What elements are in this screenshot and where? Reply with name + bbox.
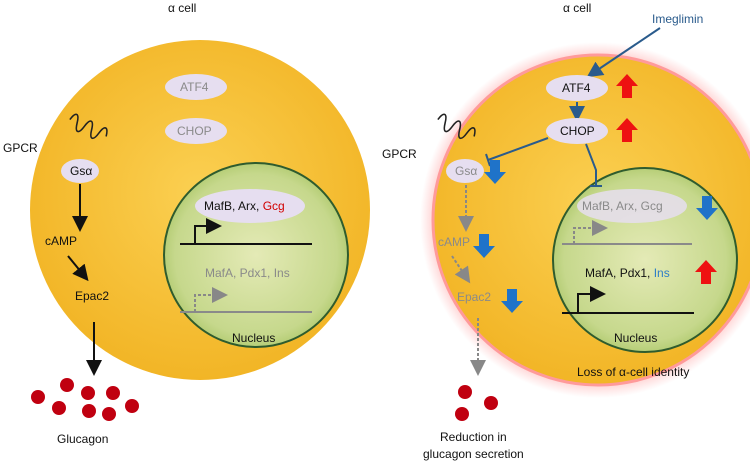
left-chop-label: CHOP bbox=[177, 124, 212, 138]
glucagon-dot bbox=[455, 407, 469, 421]
left-camp-label: cAMP bbox=[45, 234, 77, 248]
right-gsa-label: Gsα bbox=[455, 164, 477, 178]
right-chop-bubble bbox=[546, 118, 608, 144]
right-title: α cell bbox=[563, 1, 591, 15]
right-silenced-promoter-arrow bbox=[573, 220, 608, 244]
left-silent-genes: MafA, Pdx1, Ins bbox=[205, 266, 290, 280]
glucagon-dot bbox=[458, 385, 472, 399]
glucagon-dot bbox=[82, 404, 96, 418]
right-gene-ins: Ins bbox=[654, 266, 670, 280]
chop-inhibits-gsa-line bbox=[487, 137, 549, 161]
glucagon-dot bbox=[106, 386, 120, 400]
left-camp-to-epac2-arrow bbox=[67, 255, 89, 282]
right-induced-promoter-arrow bbox=[577, 286, 606, 313]
left-mafb-bubble bbox=[195, 189, 305, 223]
glucagon-dot bbox=[125, 399, 139, 413]
left-nucleus-label: Nucleus bbox=[232, 331, 275, 345]
right-gsa-bubble bbox=[446, 159, 484, 183]
left-cell-panel: α cell GPCR Gsα ATF4 CHOP MafB, Arx, Gcg… bbox=[3, 1, 370, 446]
right-camp-label: cAMP bbox=[438, 235, 470, 249]
loss-identity-label: Loss of α-cell identity bbox=[577, 365, 689, 379]
left-active-genes: MafB, Arx, Gcg bbox=[204, 199, 285, 213]
right-silenced-genes: MafB, Arx, Gcg bbox=[582, 199, 663, 213]
glucagon-dot bbox=[102, 407, 116, 421]
right-atf4-up-arrow bbox=[616, 74, 638, 98]
right-gene-sep2: , bbox=[647, 266, 654, 280]
left-gsa-label: Gsα bbox=[70, 164, 92, 178]
glucagon-dot bbox=[31, 390, 45, 404]
right-camp-down-arrow bbox=[473, 234, 495, 258]
right-gpcr-label: GPCR bbox=[382, 147, 417, 161]
glucagon-dot bbox=[60, 378, 74, 392]
left-gene-sep2: , bbox=[256, 199, 263, 213]
left-title: α cell bbox=[168, 1, 196, 15]
right-mafb-down-arrow bbox=[696, 196, 718, 220]
right-epac2-label: Epac2 bbox=[457, 290, 491, 304]
left-atf4-label: ATF4 bbox=[180, 80, 209, 94]
right-gene-pdx1: Pdx1 bbox=[620, 266, 648, 280]
right-nucleus-label: Nucleus bbox=[614, 331, 657, 345]
glucagon-dot bbox=[484, 396, 498, 410]
left-gene-mafb: MafB bbox=[204, 199, 232, 213]
left-chop-bubble bbox=[165, 118, 227, 144]
chop-inhibits-gsa-bar bbox=[485, 153, 491, 167]
right-ins-up-arrow bbox=[695, 260, 717, 284]
left-gpcr-icon bbox=[69, 113, 108, 140]
left-epac2-label: Epac2 bbox=[75, 289, 109, 303]
left-glucagon-label: Glucagon bbox=[57, 432, 108, 446]
imeglimin-label: Imeglimin bbox=[652, 12, 703, 26]
chop-inhibits-mafb-line bbox=[585, 143, 597, 186]
glucagon-dot bbox=[81, 386, 95, 400]
left-gene-gcg: Gcg bbox=[263, 199, 285, 213]
reduction-label-line2: glucagon secretion bbox=[423, 447, 524, 461]
right-epac2-down-arrow bbox=[501, 289, 523, 313]
left-silent-promoter-arrow bbox=[194, 287, 228, 312]
right-atf4-bubble bbox=[546, 75, 608, 101]
right-gene-sep1: , bbox=[613, 266, 620, 280]
right-chop-label: CHOP bbox=[560, 124, 595, 138]
left-atf4-bubble bbox=[165, 74, 227, 100]
right-mafb-bubble bbox=[577, 189, 687, 223]
left-gpcr-label: GPCR bbox=[3, 141, 38, 155]
right-glucagon-granules bbox=[455, 385, 498, 421]
right-gpcr-icon bbox=[437, 113, 476, 140]
reduction-label-line1: Reduction in bbox=[440, 430, 507, 444]
left-gene-sep1: , bbox=[232, 199, 238, 213]
glucagon-dot bbox=[52, 401, 66, 415]
left-gene-arx: Arx bbox=[238, 199, 256, 213]
left-active-promoter-arrow bbox=[194, 218, 222, 244]
right-atf4-label: ATF4 bbox=[562, 81, 591, 95]
left-glucagon-granules bbox=[31, 378, 139, 421]
left-gsa-bubble bbox=[61, 159, 99, 183]
right-gsa-down-arrow bbox=[484, 160, 506, 184]
right-induced-genes: MafA, Pdx1, Ins bbox=[585, 266, 670, 280]
imeglimin-to-atf4-arrow bbox=[586, 27, 661, 78]
right-gene-mafa: MafA bbox=[585, 266, 613, 280]
right-chop-up-arrow bbox=[616, 118, 638, 142]
right-cell-panel: α cell Imeglimin ATF4 CHOP GPCR Gsα cAMP… bbox=[382, 1, 750, 461]
